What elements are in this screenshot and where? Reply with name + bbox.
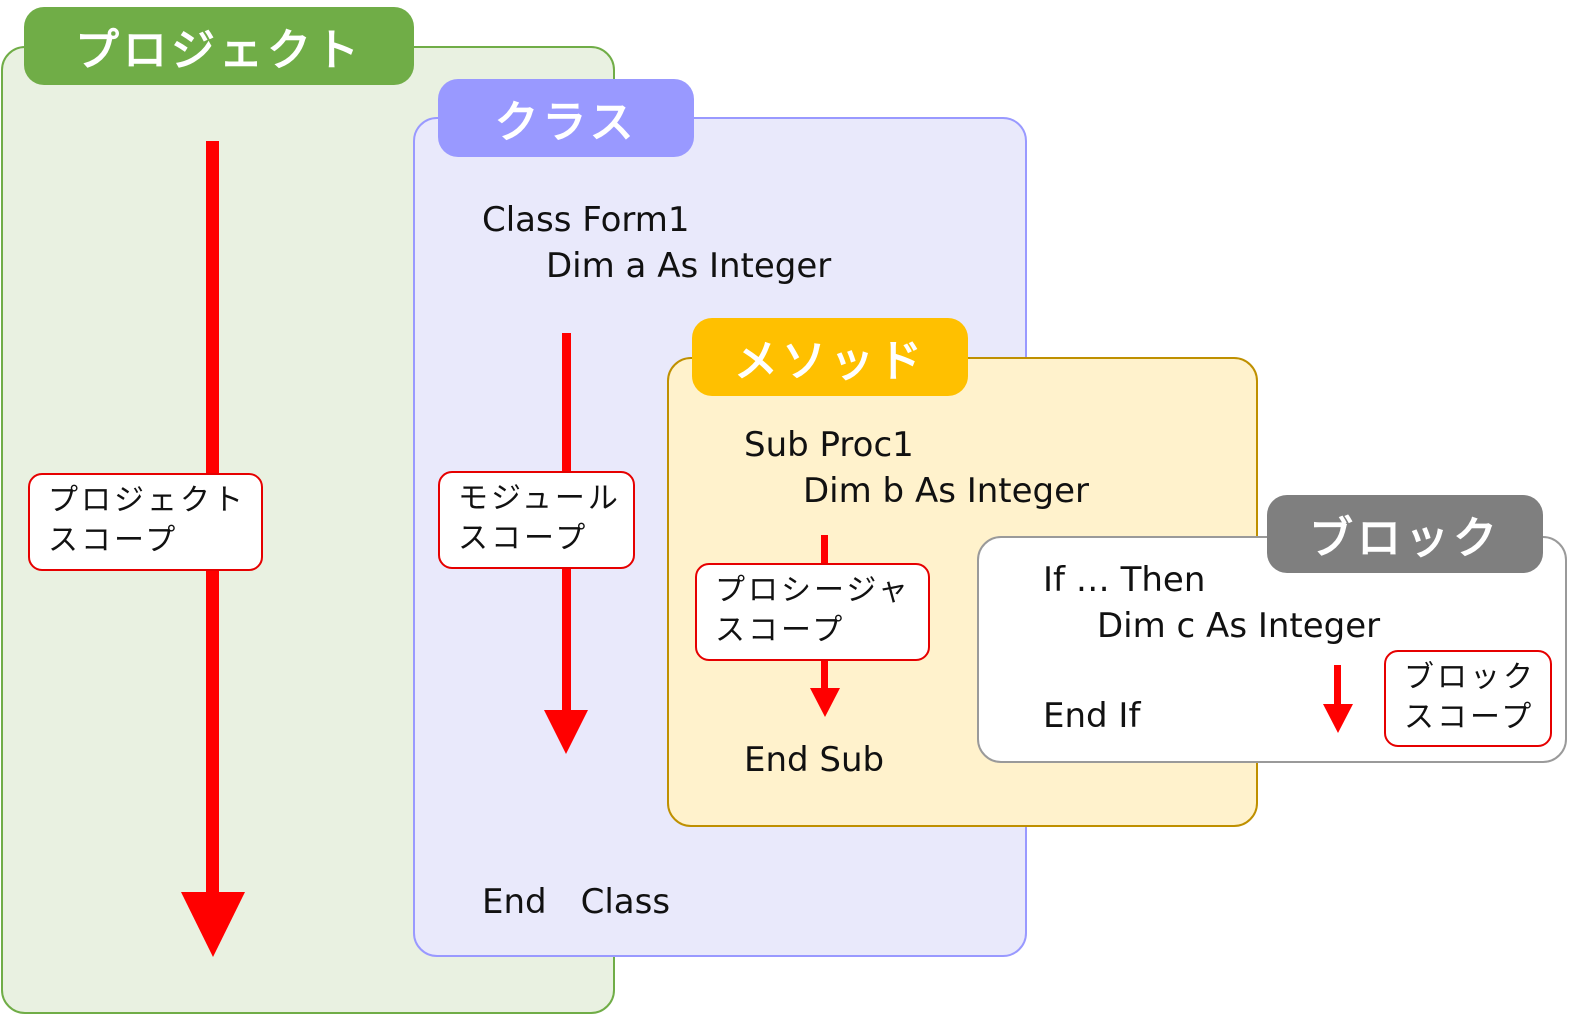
class-tab: クラス	[438, 79, 694, 157]
method-line-2: Dim b As Integer	[803, 471, 1090, 511]
method-end: End Sub	[744, 740, 885, 780]
class-end: End Class	[482, 882, 671, 922]
method-scope-label-line1: プロシージャ	[715, 573, 911, 608]
method-line-1: Sub Proc1	[744, 425, 914, 465]
class-line-1: Class Form1	[482, 200, 690, 240]
project-scope-label-line1: プロジェクト	[48, 483, 246, 518]
class-scope-label-line1: モジュール	[458, 481, 621, 516]
method-tab: メソッド	[692, 318, 968, 396]
block-tab: ブロック	[1267, 495, 1543, 573]
block-scope-label-line1: ブロック	[1404, 660, 1536, 695]
project-tab: プロジェクト	[24, 7, 414, 85]
block-line-2: Dim c As Integer	[1097, 606, 1381, 646]
block-scope-label-line2: スコープ	[1404, 700, 1535, 735]
method-arrowhead	[810, 688, 840, 717]
project-scope-label: プロジェクト スコープ	[28, 473, 263, 571]
class-arrowhead	[544, 710, 588, 754]
block-scope-label: ブロック スコープ	[1384, 650, 1552, 747]
class-scope-label: モジュール スコープ	[438, 471, 635, 569]
method-scope-label: プロシージャ スコープ	[695, 563, 930, 661]
block-arrowhead	[1323, 704, 1353, 733]
class-scope-label-line2: スコープ	[458, 521, 589, 556]
project-arrowhead	[181, 892, 245, 957]
block-end: End If	[1043, 696, 1141, 736]
block-line-1: If … Then	[1043, 560, 1206, 600]
method-scope-label-line2: スコープ	[715, 613, 846, 648]
project-scope-label-line2: スコープ	[48, 523, 179, 558]
class-line-2: Dim a As Integer	[546, 246, 832, 286]
block-arrow-shaft	[1334, 665, 1341, 705]
